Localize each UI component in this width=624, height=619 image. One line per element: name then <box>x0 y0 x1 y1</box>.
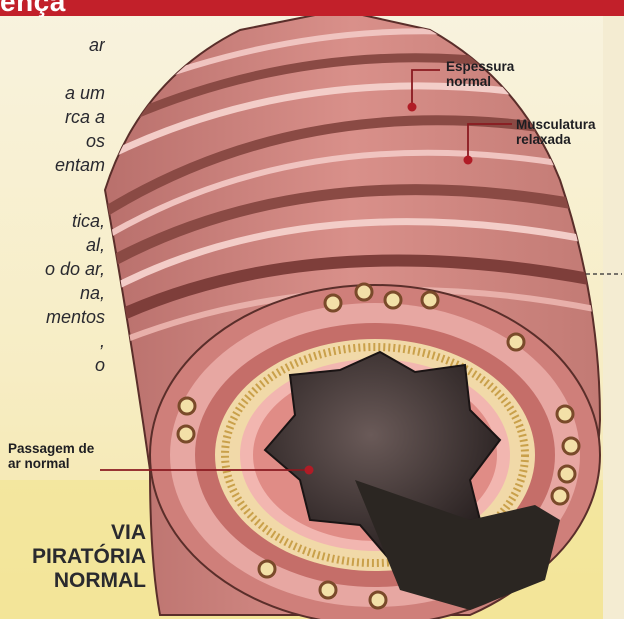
label-line: Musculatura <box>516 117 596 132</box>
cross-section <box>150 285 600 619</box>
label-line: ar normal <box>8 456 94 471</box>
body-text-line: , <box>0 329 105 353</box>
body-text-line: ar <box>0 33 105 57</box>
body-text-line: o <box>0 353 105 377</box>
label-line: normal <box>446 74 514 89</box>
caption-line: NORMAL <box>0 569 146 593</box>
header-title: ença <box>0 0 66 18</box>
label-espessura-normal: Espessura normal <box>446 59 514 89</box>
label-line: Espessura <box>446 59 514 74</box>
body-text-line: tica, <box>0 209 105 233</box>
body-text-line: entam <box>0 153 105 177</box>
body-text-block-1: ar <box>0 33 105 57</box>
body-text-line: na, <box>0 281 105 305</box>
body-text-line: rca a <box>0 105 105 129</box>
label-line: Passagem de <box>8 441 94 456</box>
body-text-line: mentos <box>0 305 105 329</box>
body-text-line: a um <box>0 81 105 105</box>
body-text-block-3: tica, al, o do ar, na, mentos , o <box>0 209 105 377</box>
body-text-block-2: a um rca a os entam <box>0 81 105 177</box>
label-passagem-de-ar: Passagem de ar normal <box>8 441 94 471</box>
body-text-line: al, <box>0 233 105 257</box>
caption-line: VIA <box>0 521 146 545</box>
label-line: relaxada <box>516 132 596 147</box>
caption-line: PIRATÓRIA <box>0 545 146 569</box>
label-musculatura-relaxada: Musculatura relaxada <box>516 117 596 147</box>
body-text-line: o do ar, <box>0 257 105 281</box>
caption-via-respiratoria-normal: VIA PIRATÓRIA NORMAL <box>0 521 146 593</box>
header-bar <box>0 0 624 16</box>
body-text-line: os <box>0 129 105 153</box>
